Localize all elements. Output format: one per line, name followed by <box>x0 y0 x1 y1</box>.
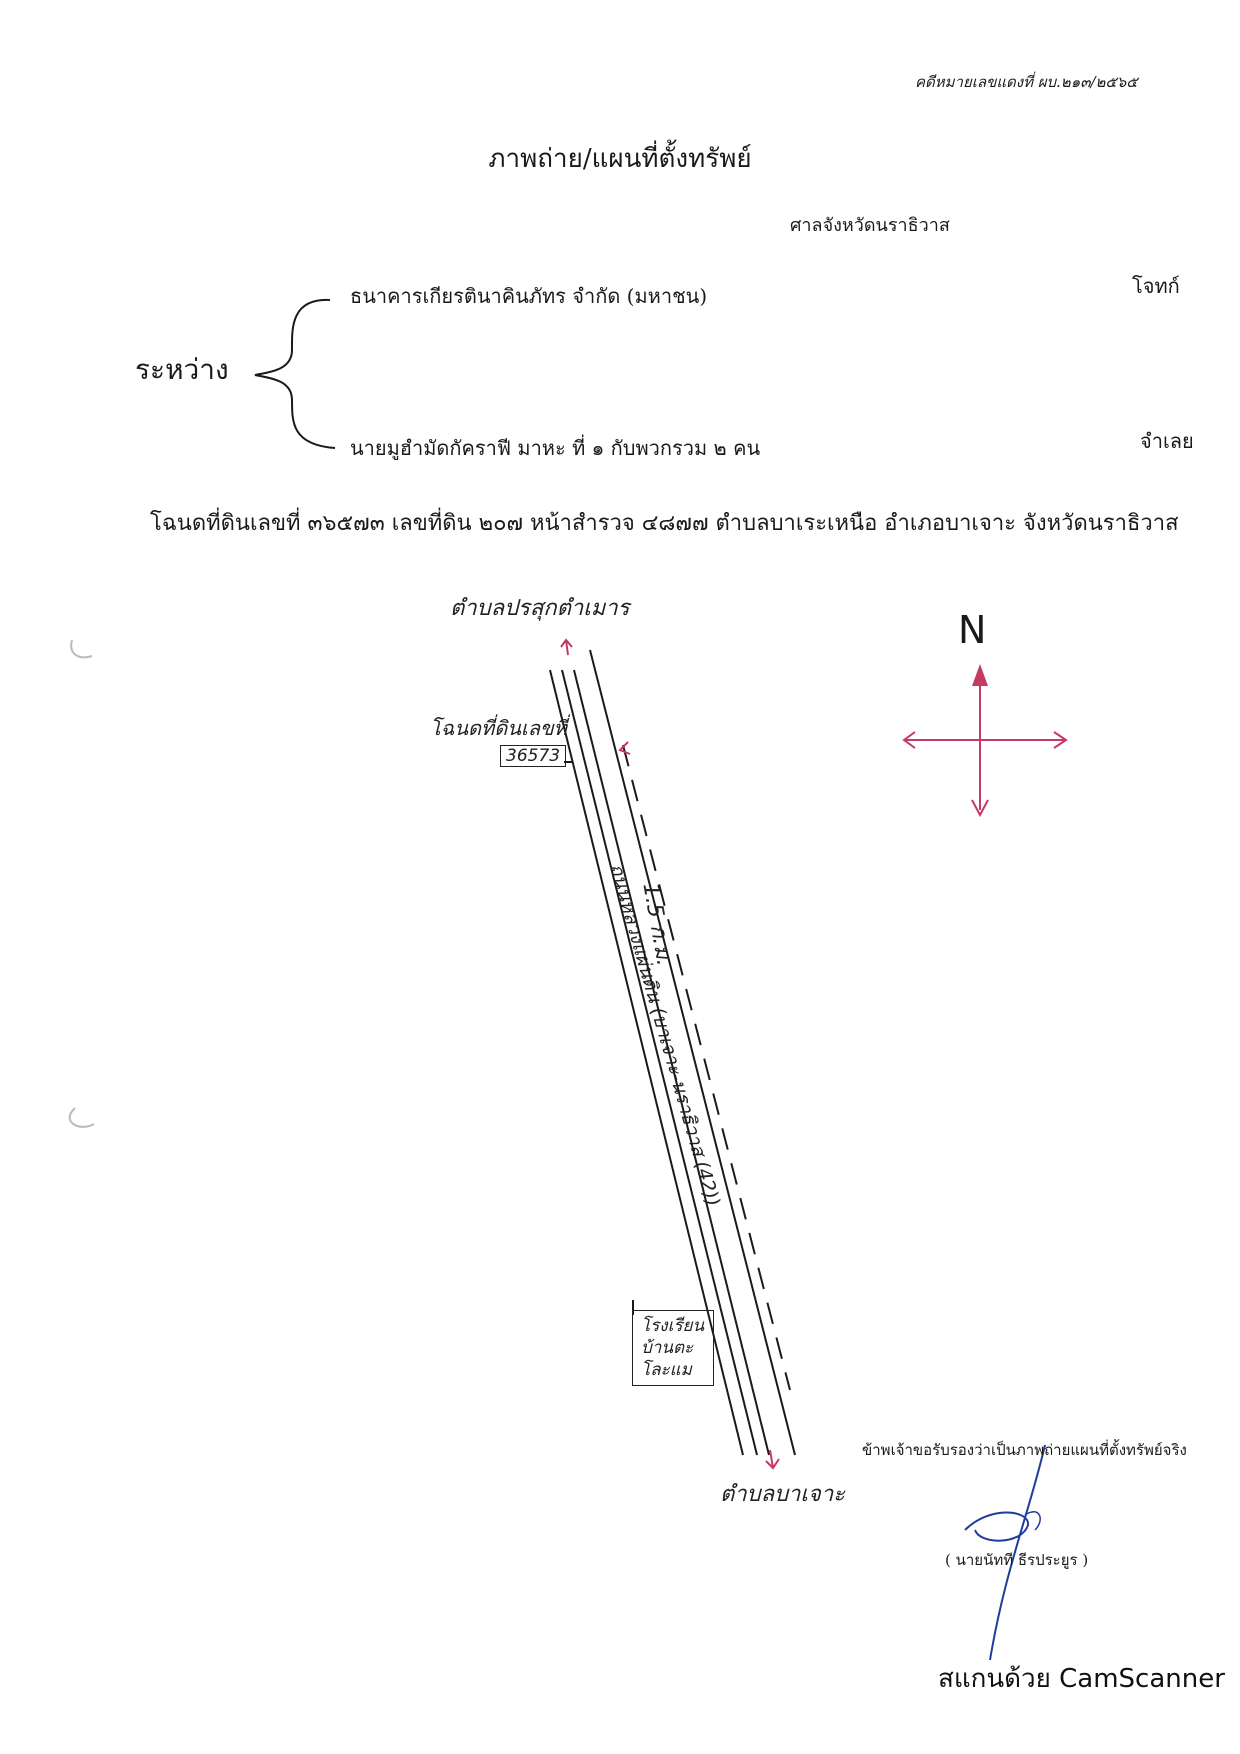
deed-details: โฉนดที่ดินเลขที่ ๓๖๕๗๓ เลขที่ดิน ๒๐๗ หน้… <box>150 511 1179 536</box>
defendant-role: จำเลย <box>1140 429 1194 453</box>
north-label: N <box>958 608 987 652</box>
scanner-watermark: สแกนด้วย CamScanner <box>938 1664 1225 1694</box>
compass-icon <box>902 664 1068 818</box>
road-south-label: ตำบลบาเจาะ <box>720 1482 845 1507</box>
plaintiff-role: โจทก์ <box>1132 274 1180 298</box>
defendant-name: นายมูฮำมัดกัคราฟี มาหะ ที่ ๑ กับพวกรวม ๒… <box>350 436 761 460</box>
parcel-number: 36573 <box>500 745 567 767</box>
community-label: โรงเรียนบ้านตะโละแม <box>632 1310 714 1386</box>
distance-start-arrow <box>618 741 631 755</box>
plaintiff-name: ธนาคารเกียรตินาคินภัทร จำกัด (มหาชน) <box>350 284 708 308</box>
page-title: ภาพถ่าย/แผนที่ตั้งทรัพย์ <box>488 144 752 174</box>
scan-mark <box>70 639 93 659</box>
signer-name: ( นายนัทที ธีรประยูร ) <box>945 1551 1089 1569</box>
road-north-arrow <box>560 638 573 656</box>
road-north-label: ตำบลปรสุกตำเมาร <box>450 596 630 621</box>
road-edge-center <box>561 669 758 1456</box>
court-name: ศาลจังหวัดนราธิวาส <box>790 215 950 236</box>
road-south-arrow <box>765 1449 780 1470</box>
road-edge-inner <box>573 669 770 1456</box>
road-edge-left <box>549 669 744 1456</box>
between-label: ระหว่าง <box>135 353 229 386</box>
certification-statement: ข้าพเจ้าขอรับรองว่าเป็นภาพถ่ายแผนที่ตั้ง… <box>862 1441 1187 1459</box>
parcel-label: โฉนดที่ดินเลขที่ <box>430 716 567 740</box>
distance-line <box>622 744 791 1391</box>
signature-mark <box>964 1444 1046 1661</box>
road-edge-right <box>589 649 796 1456</box>
scan-mark <box>68 1107 95 1128</box>
case-number: คดีหมายเลขแดงที่ ผบ.๒๑๓/๒๕๖๕ <box>915 73 1138 91</box>
